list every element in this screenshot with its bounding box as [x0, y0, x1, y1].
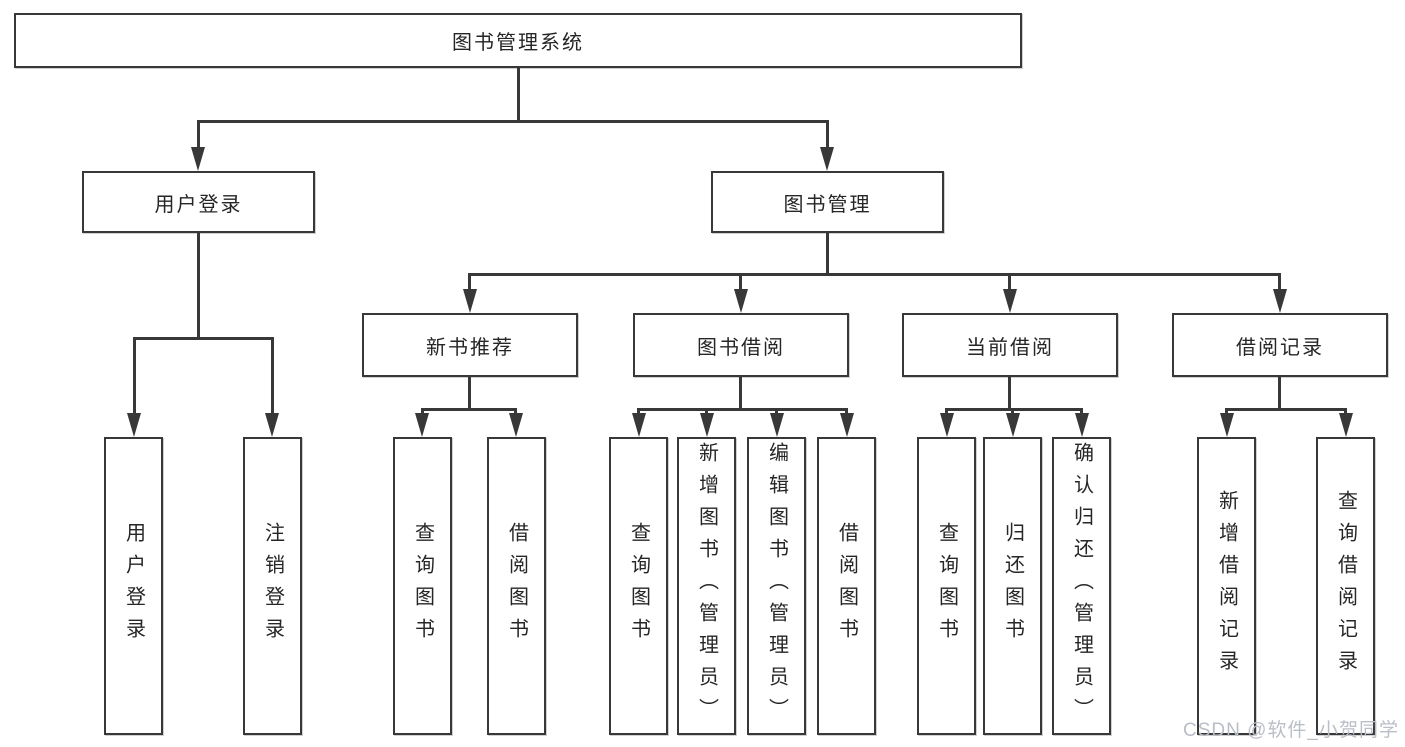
arrowhead-down-icon [1339, 413, 1353, 437]
arrowhead-down-icon [127, 413, 141, 437]
leaf-current-return-book-label: 归还图书 [1001, 522, 1024, 650]
arrowhead-down-icon [1075, 413, 1089, 437]
arrowhead-down-icon [734, 289, 748, 313]
leaf-newbook-query-book: 查询图书 [393, 437, 452, 735]
connector-drop-leaf [271, 337, 274, 416]
arrowhead-down-icon [265, 413, 279, 437]
arrowhead-down-icon [632, 413, 646, 437]
connector-book-management-stem [826, 233, 829, 275]
node-root: 图书管理系统 [14, 13, 1022, 68]
watermark: CSDN @软件_小贺同学 [1183, 720, 1399, 741]
node-user-login: 用户登录 [82, 171, 315, 233]
leaf-borrow-add-book-admin: 新增图书（管理员） [677, 437, 736, 735]
leaf-logout-login-label: 注销登录 [261, 522, 284, 650]
connector-drop-current-borrow [1008, 273, 1011, 292]
leaf-record-query-record-label: 查询借阅记录 [1334, 490, 1357, 682]
node-root-label: 图书管理系统 [452, 32, 584, 54]
connector-user-login-rail [133, 337, 274, 340]
node-new-book-recommend-label: 新书推荐 [426, 336, 514, 359]
leaf-current-confirm-return-admin: 确认归还（管理员） [1052, 437, 1111, 735]
node-book-management-label: 图书管理 [783, 193, 872, 216]
leaf-newbook-query-book-label: 查询图书 [411, 522, 434, 650]
leaf-newbook-borrow-book: 借阅图书 [487, 437, 546, 735]
connector-book-borrow-rail [638, 408, 847, 411]
leaf-current-query-book: 查询图书 [917, 437, 976, 735]
connector-user-login-stem [197, 233, 200, 337]
leaf-current-return-book: 归还图书 [983, 437, 1042, 735]
connector-borrow-record-stem [1278, 377, 1281, 410]
leaf-current-confirm-return-admin-label: 确认归还（管理员） [1070, 442, 1093, 730]
arrowhead-down-icon [1006, 413, 1020, 437]
node-borrow-record: 借阅记录 [1172, 313, 1388, 377]
leaf-borrow-query-book-label: 查询图书 [627, 522, 650, 650]
leaf-borrow-borrow-book-label: 借阅图书 [835, 522, 858, 650]
arrowhead-down-icon [1273, 289, 1287, 313]
leaf-newbook-borrow-book-label: 借阅图书 [505, 522, 528, 650]
node-book-borrow: 图书借阅 [633, 313, 849, 377]
connector-new-book-rail [421, 408, 517, 411]
arrowhead-down-icon [820, 147, 834, 171]
arrowhead-down-icon [700, 413, 714, 437]
connector-new-book-stem [468, 377, 471, 410]
leaf-current-query-book-label: 查询图书 [935, 522, 958, 650]
arrowhead-down-icon [940, 413, 954, 437]
connector-drop-new-book [468, 273, 471, 292]
connector-borrow-record-rail [1226, 408, 1346, 411]
node-book-borrow-label: 图书借阅 [697, 336, 785, 359]
arrowhead-down-icon [463, 289, 477, 313]
arrowhead-down-icon [415, 413, 429, 437]
node-borrow-record-label: 借阅记录 [1236, 336, 1324, 359]
leaf-record-query-record: 查询借阅记录 [1316, 437, 1375, 735]
arrowhead-down-icon [770, 413, 784, 437]
leaf-logout-login: 注销登录 [243, 437, 302, 735]
connector-drop-book-borrow [739, 273, 742, 292]
leaf-borrow-borrow-book: 借阅图书 [817, 437, 876, 735]
node-book-management: 图书管理 [711, 171, 944, 233]
leaf-borrow-add-book-admin-label: 新增图书（管理员） [695, 442, 718, 730]
arrowhead-down-icon [1220, 413, 1234, 437]
connector-drop-borrow-record [1278, 273, 1281, 292]
connector-root-stem [517, 68, 520, 120]
leaf-borrow-query-book: 查询图书 [609, 437, 668, 735]
connector-drop-book-management [826, 120, 829, 150]
leaf-user-login-label: 用户登录 [122, 522, 145, 650]
node-new-book-recommend: 新书推荐 [362, 313, 578, 377]
connector-drop-user-login [197, 120, 200, 150]
leaf-user-login: 用户登录 [104, 437, 163, 735]
arrowhead-down-icon [191, 147, 205, 171]
leaf-borrow-edit-book-admin: 编辑图书（管理员） [747, 437, 806, 735]
node-current-borrow: 当前借阅 [902, 313, 1118, 377]
node-user-login-label: 用户登录 [154, 193, 243, 216]
leaf-record-add-record: 新增借阅记录 [1197, 437, 1256, 735]
connector-book-borrow-stem [739, 377, 742, 410]
arrowhead-down-icon [1003, 289, 1017, 313]
connector-drop-leaf [133, 337, 136, 416]
node-current-borrow-label: 当前借阅 [966, 336, 1054, 359]
leaf-borrow-edit-book-admin-label: 编辑图书（管理员） [765, 442, 788, 730]
connector-current-borrow-stem [1008, 377, 1011, 410]
connector-level2-rail [468, 273, 1281, 276]
arrowhead-down-icon [509, 413, 523, 437]
leaf-record-add-record-label: 新增借阅记录 [1215, 490, 1238, 682]
connector-level1-rail [197, 120, 829, 123]
arrowhead-down-icon [840, 413, 854, 437]
